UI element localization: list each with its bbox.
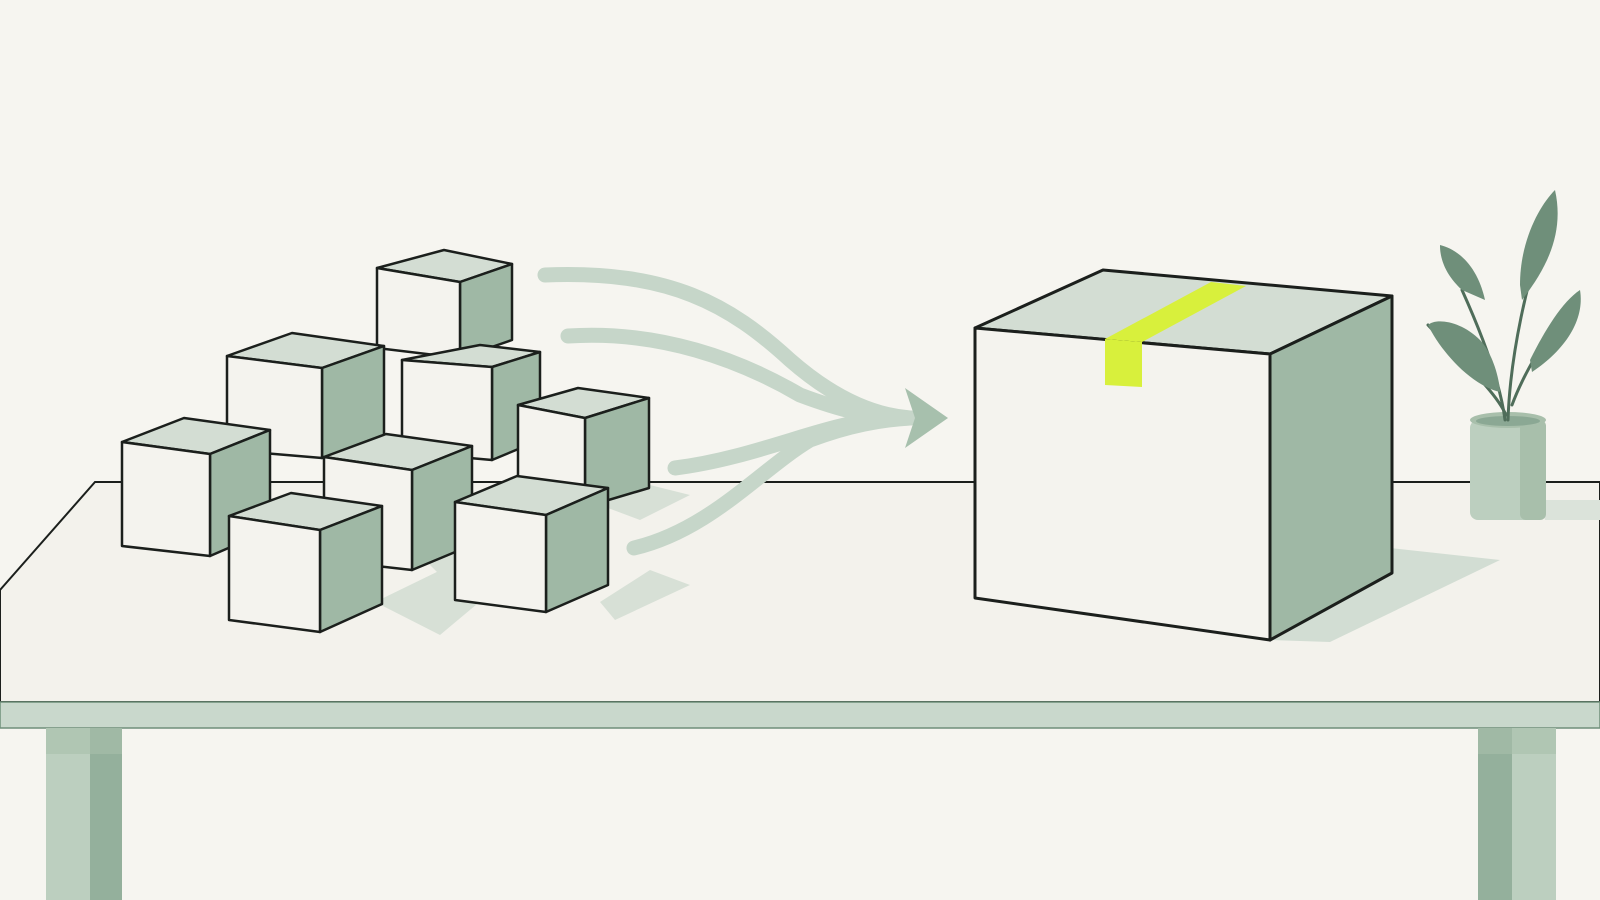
- potted-plant: [1426, 190, 1581, 520]
- small-cube: [225, 331, 386, 460]
- tape-strip: [1105, 282, 1246, 342]
- table-front-edge: [0, 701, 1600, 729]
- small-cube: [227, 491, 384, 634]
- box-shadow: [1270, 548, 1500, 642]
- table-leg-right: [1478, 728, 1556, 900]
- small-cube: [400, 343, 542, 462]
- table-leg-left: [46, 728, 122, 900]
- leaf-icon: [1440, 245, 1485, 300]
- tape-strip-front: [1105, 339, 1142, 387]
- small-cube: [375, 248, 514, 360]
- shipping-box: [973, 268, 1394, 642]
- flow-streams: [537, 267, 918, 556]
- pot-shadow: [1540, 500, 1600, 520]
- flow-arrow-head: [905, 388, 948, 448]
- box-front: [973, 326, 1272, 642]
- flow-stream-4: [626, 410, 918, 556]
- small-cube: [453, 474, 610, 614]
- leaf-icon: [1530, 290, 1581, 372]
- leaf-icon: [1520, 190, 1558, 300]
- leaf-icon: [1428, 321, 1500, 392]
